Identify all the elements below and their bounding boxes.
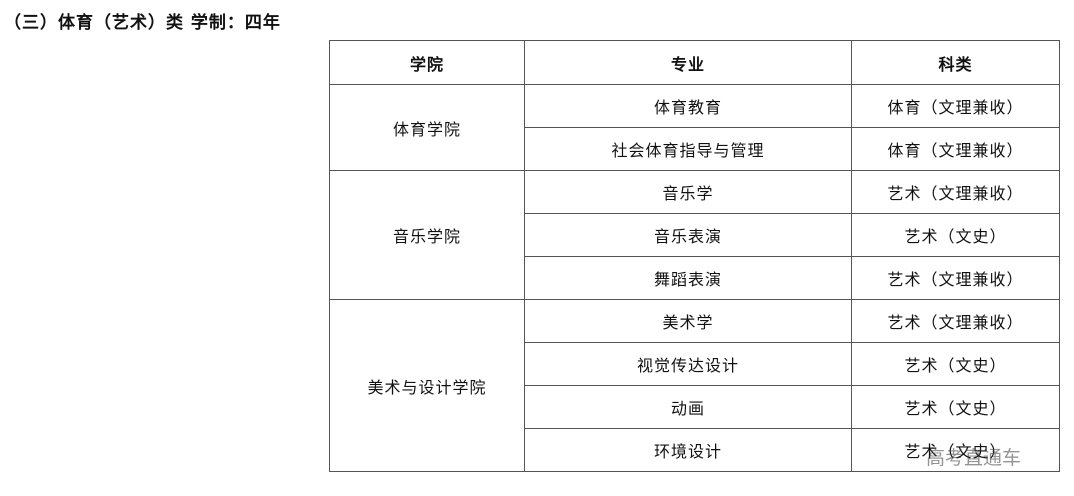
college-cell: 音乐学院 (329, 170, 525, 300)
college-cell: 体育学院 (329, 84, 525, 171)
major-cell: 体育教育 (524, 84, 852, 128)
major-cell: 舞蹈表演 (524, 256, 852, 300)
major-cell: 音乐学 (524, 170, 852, 214)
table-row: 社会体育指导与管理 体育（文理兼收） (330, 127, 1060, 171)
header-category: 科类 (851, 40, 1060, 85)
table-row: 体育学院 体育教育 体育（文理兼收） (329, 84, 1060, 171)
table-header-row: 学院 专业 科类 (329, 40, 1060, 85)
major-cell: 环境设计 (524, 428, 852, 472)
majors-table: 学院 专业 科类 体育学院 体育教育 体育（文理兼收） 社会体育指导与管理 体育… (329, 40, 1060, 472)
category-cell: 艺术（文理兼收） (851, 256, 1060, 300)
category-cell: 艺术（文史） (851, 428, 1060, 472)
table-row: 美术与设计学院 美术学 艺术（文理兼收） (329, 299, 1060, 472)
category-cell: 艺术（文史） (851, 213, 1060, 257)
table-row: 音乐表演 艺术（文史） (330, 213, 1060, 257)
major-cell: 视觉传达设计 (524, 342, 852, 386)
category-cell: 体育（文理兼收） (851, 84, 1060, 128)
major-cell: 美术学 (524, 299, 852, 343)
section-heading: （三）体育（艺术）类 学制：四年 (4, 13, 281, 33)
major-cell: 社会体育指导与管理 (524, 127, 852, 171)
category-cell: 艺术（文理兼收） (851, 299, 1060, 343)
category-cell: 艺术（文史） (851, 342, 1060, 386)
table-row: 环境设计 艺术（文史） (330, 428, 1060, 472)
category-cell: 艺术（文理兼收） (851, 170, 1060, 214)
major-cell: 动画 (524, 385, 852, 429)
table-row: 动画 艺术（文史） (330, 385, 1060, 429)
table-row: 舞蹈表演 艺术（文理兼收） (330, 256, 1060, 300)
category-cell: 艺术（文史） (851, 385, 1060, 429)
header-college: 学院 (329, 40, 525, 85)
table-row: 音乐学院 音乐学 艺术（文理兼收） (329, 170, 1060, 300)
college-cell: 美术与设计学院 (329, 299, 525, 472)
watermark-text: 高考直通车 (926, 447, 1022, 469)
category-cell: 体育（文理兼收） (851, 127, 1060, 171)
header-major: 专业 (524, 40, 852, 85)
major-cell: 音乐表演 (524, 213, 852, 257)
table-row: 视觉传达设计 艺术（文史） (330, 342, 1060, 386)
